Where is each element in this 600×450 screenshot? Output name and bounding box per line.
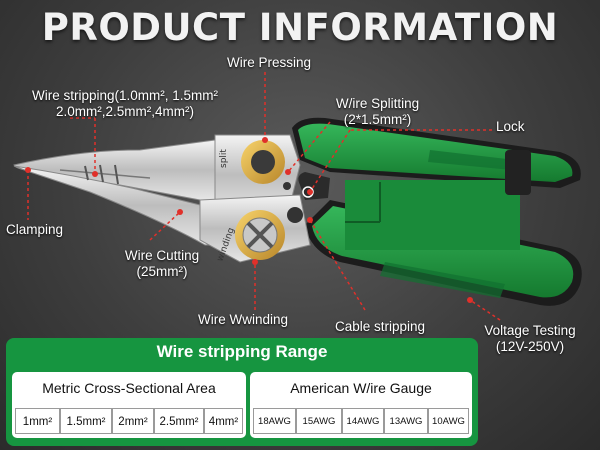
page-title: PRODUCT INFORMATION <box>41 6 559 49</box>
metric-cell: 1mm² <box>15 408 60 434</box>
callout-wire-winding: Wire Wwinding <box>198 312 289 327</box>
awg-cell: 15AWG <box>296 408 342 434</box>
awg-cell: 13AWG <box>384 408 428 434</box>
metric-header: Metric Cross-Sectional Area <box>42 380 216 396</box>
awg-cell: 14AWG <box>342 408 384 434</box>
callout-wire-stripping-line1: Wire stripping(1.0mm², 1.5mm² <box>31 88 219 103</box>
metric-cell: 1.5mm² <box>60 408 112 434</box>
upper-handle <box>292 117 581 188</box>
callout-wire-cutting-line1: Wire Cutting <box>124 248 200 263</box>
awg-cell: 10AWG <box>428 408 469 434</box>
awg-cell: 18AWG <box>253 408 296 434</box>
callout-cable-stripping: Cable stripping <box>335 319 426 334</box>
callout-wire-splitting: W/ire Splitting (2*1.5mm²) <box>325 96 430 128</box>
range-title: Wire stripping Range <box>156 342 328 361</box>
callout-wire-cutting-line2: (25mm²) <box>136 264 188 279</box>
callout-voltage-testing-line2: (12V-250V) <box>495 339 565 354</box>
callout-wire-pressing: Wire Pressing <box>227 55 312 70</box>
callout-wire-stripping-line2: 2.0mm²,2.5mm²,4mm²) <box>56 104 194 119</box>
metric-cell: 4mm² <box>204 408 243 434</box>
awg-header: American W/ire Gauge <box>290 380 432 396</box>
callout-wire-splitting-line1: W/ire Splitting <box>335 96 420 111</box>
metric-cell: 2.5mm² <box>154 408 204 434</box>
callout-voltage-testing: Voltage Testing (12V-250V) <box>470 323 590 355</box>
callout-lines <box>27 72 501 321</box>
metric-cell: 2mm² <box>112 408 154 434</box>
callout-wire-cutting: Wire Cutting (25mm²) <box>112 248 212 280</box>
metric-table: Metric Cross-Sectional Area 1mm² 1.5mm² … <box>12 372 246 438</box>
callout-voltage-testing-line1: Voltage Testing <box>484 323 576 338</box>
callout-wire-stripping: Wire stripping(1.0mm², 1.5mm² 2.0mm²,2.5… <box>20 88 230 120</box>
callout-clamping: Clamping <box>6 222 64 237</box>
split-marking: split <box>219 149 229 168</box>
awg-table: American W/ire Gauge 18AWG 15AWG 14AWG 1… <box>250 372 472 438</box>
callout-wire-splitting-line2: (2*1.5mm²) <box>343 112 412 127</box>
callout-lock: Lock <box>496 119 525 134</box>
wire-stripping-range-panel: Wire stripping Range Metric Cross-Sectio… <box>6 338 478 446</box>
